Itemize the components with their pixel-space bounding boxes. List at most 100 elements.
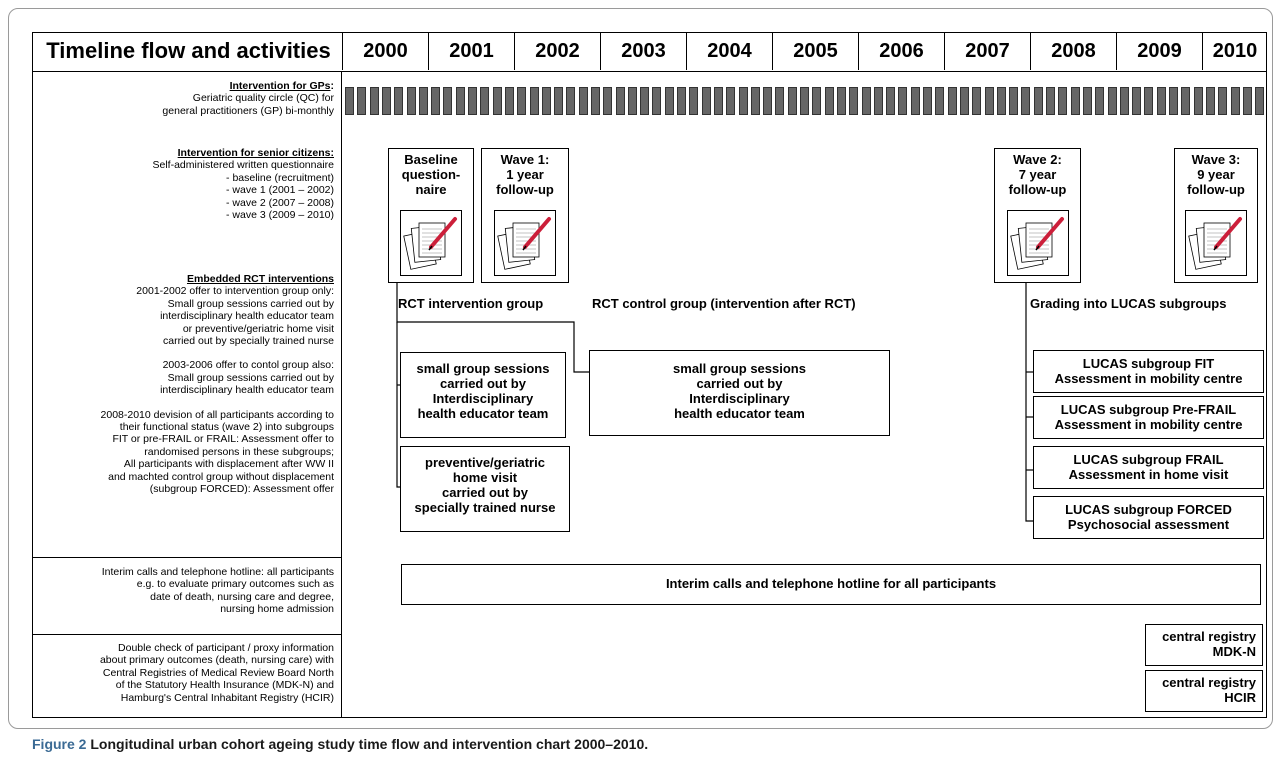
year-header: 2009 [1116,32,1202,70]
rct-title: Embedded RCT interventions [186,273,334,285]
qc-session-block [739,87,748,115]
rct-line: (subgroup FORCED): Assessment offer [149,483,334,496]
section-divider [32,634,342,635]
qc-session-block [997,87,1006,115]
year-header: 2001 [428,32,514,70]
wave-label: follow-up [1008,182,1067,197]
qc-session-block [1206,87,1215,115]
qc-session-block [788,87,797,115]
wave-label: question- [401,167,461,182]
qc-session-block [591,87,600,115]
box-line: specially trained nurse [414,500,556,515]
caption-label: Figure 2 [32,736,87,752]
gp-section: Intervention for GPs: Geriatric quality … [32,80,334,117]
small-group-sessions-box: small group sessions carried out by Inte… [400,352,566,438]
double-check-line: of the Statutory Health Insurance (MDK-N… [115,679,334,692]
qc-session-block [726,87,735,115]
rct-line: 2008-2010 devision of all participants a… [100,408,334,421]
qc-session-block [1071,87,1080,115]
wave-label: Wave 3: [1191,152,1241,167]
rct-intervention-label: RCT intervention group [398,296,544,311]
box-line: LUCAS subgroup FIT [1082,356,1215,371]
qc-session-block [394,87,403,115]
box-line: home visit [452,470,518,485]
year-header: 2003 [600,32,686,70]
wave-label: 7 year [1018,167,1057,182]
qc-session-block [1034,87,1043,115]
box-line: health educator team [674,406,805,421]
qc-session-block [775,87,784,115]
qc-session-block [751,87,760,115]
qc-session-block [1255,87,1264,115]
grading-label: Grading into LUCAS subgroups [1030,296,1227,311]
wave-label: Wave 2: [1013,152,1062,167]
header-title: Timeline flow and activities [46,38,331,63]
qc-session-block [677,87,686,115]
box-line: preventive/geriatric [425,455,545,470]
lucas-frail-box: LUCAS subgroup FRAIL Assessment in home … [1033,446,1264,489]
qc-session-block [948,87,957,115]
qc-session-block [456,87,465,115]
box-line: Assessment in mobility centre [1054,417,1243,432]
qc-session-block [480,87,489,115]
qc-session-block [702,87,711,115]
senior-line: Self-administered written questionnaire [152,159,334,172]
gp-line: general practitioners (GP) bi-monthly [162,104,334,117]
section-divider [32,557,342,558]
qc-session-block [837,87,846,115]
registry-hcir-box: central registry HCIR [1145,670,1263,712]
qc-session-block [407,87,416,115]
senior-title: Intervention for senior citizens: [177,147,334,159]
interim-line: nursing home admission [220,603,334,616]
wave-label: Wave 1: [500,152,550,167]
qc-session-block [1157,87,1166,115]
questionnaire-pen-icon [1010,217,1064,270]
rct-line: carried out by specially trained nurse [162,335,334,348]
questionnaire-pen-icon [403,217,457,270]
year-header: 2007 [944,32,1030,70]
rct-line: All participants with displacement after… [123,458,334,471]
lucas-prefrail-box: LUCAS subgroup Pre-FRAIL Assessment in m… [1033,396,1264,439]
box-line: Interdisciplinary [689,391,790,406]
gp-line: Geriatric quality circle (QC) for [192,92,334,105]
double-check-line: Hamburg's Central Inhabitant Registry (H… [120,691,334,704]
qc-session-block [1243,87,1252,115]
connector [1025,282,1034,522]
qc-session-block [468,87,477,115]
year-header: 2006 [858,32,944,70]
year-header: 2002 [514,32,600,70]
year-header: 2005 [772,32,858,70]
box-line: LUCAS subgroup Pre-FRAIL [1060,402,1237,417]
senior-line: - wave 1 (2001 – 2002) [226,184,334,197]
interim-calls-box: Interim calls and telephone hotline for … [401,564,1261,605]
double-check-line: Double check of participant / proxy info… [118,642,334,654]
questionnaire-icon [1185,210,1247,276]
qc-session-block [763,87,772,115]
qc-session-block [825,87,834,115]
box-line: health educator team [417,406,549,421]
interim-line: e.g. to evaluate primary outcomes such a… [136,578,334,591]
box-line: central registry [1162,675,1256,690]
qc-session-block [1194,87,1203,115]
qc-session-block [357,87,366,115]
year-header: 2010 [1202,32,1267,70]
senior-line: - baseline (recruitment) [226,171,334,184]
qc-session-block [493,87,502,115]
qc-session-block [1181,87,1190,115]
qc-session-block [530,87,539,115]
senior-line: - wave 3 (2009 – 2010) [226,209,334,222]
qc-session-block [849,87,858,115]
rct-line: their functional status (wave 2) into su… [119,421,334,434]
home-visit-box: preventive/geriatric home visit carried … [400,446,570,532]
chart-table [32,32,1267,718]
qc-session-block [628,87,637,115]
qc-session-block [665,87,674,115]
qc-session-block [1169,87,1178,115]
rct-control-label: RCT control group (intervention after RC… [592,296,856,311]
qc-session-block [1009,87,1018,115]
box-line: carried out by [442,485,528,500]
qc-session-block [640,87,649,115]
qc-session-block [419,87,428,115]
registry-mdk-box: central registry MDK-N [1145,624,1263,666]
